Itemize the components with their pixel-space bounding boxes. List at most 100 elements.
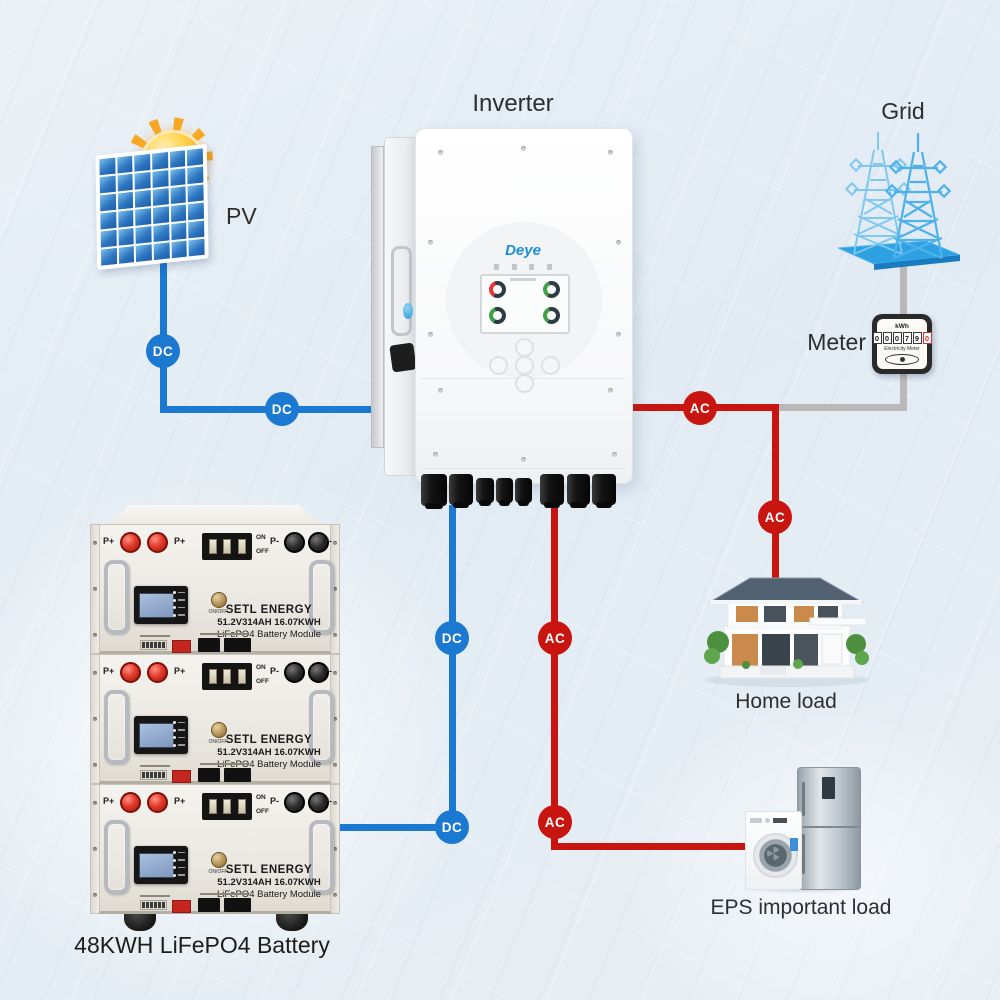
- battery-handle: [309, 560, 334, 634]
- battery-dc-wire-vertical: [449, 505, 456, 831]
- comm-connector: [172, 770, 191, 783]
- comm-port: [224, 898, 251, 912]
- inverter-status-icons: [494, 264, 552, 270]
- positive-terminal: [147, 532, 168, 553]
- breaker-on-label: ON: [256, 664, 266, 671]
- comm-port: [224, 768, 251, 782]
- battery-flange: [330, 654, 340, 784]
- breaker-off-label: OFF: [256, 678, 269, 685]
- inverter-label: Inverter: [472, 90, 554, 117]
- dip-switches: [140, 770, 167, 780]
- inverter-gauge: [543, 281, 560, 298]
- battery-power-button: [211, 852, 227, 868]
- battery-top-face: [109, 505, 324, 524]
- washing-machine-icon: [745, 811, 802, 890]
- grid-label: Grid: [881, 98, 925, 124]
- battery-caster-wheel: [276, 904, 308, 931]
- inverter-seam: [421, 468, 625, 469]
- p-plus-label: P+: [103, 536, 115, 546]
- battery-spec: 51.2V314AH 16.07KWH: [217, 747, 321, 759]
- grid-wire-horizontal: [775, 404, 907, 411]
- comm-port: [198, 638, 220, 652]
- negative-terminal: [284, 662, 305, 683]
- battery-lcd-display: [134, 716, 188, 754]
- battery-face: [99, 524, 331, 654]
- battery-type: LiFePO4 Battery Module: [216, 629, 322, 641]
- eps-ac-wire-horizontal: [551, 843, 751, 850]
- house-icon: [704, 577, 869, 687]
- ac-badge: AC: [758, 500, 792, 534]
- battery-handle: [309, 690, 334, 764]
- battery-brand: SETL ENERGY: [225, 864, 313, 876]
- battery-face: [99, 784, 331, 914]
- breaker-on-label: ON: [256, 534, 266, 541]
- breaker-off-label: OFF: [256, 548, 269, 555]
- battery-power-button: [211, 722, 227, 738]
- battery-spec: 51.2V314AH 16.07KWH: [217, 617, 321, 629]
- pv-label: PV: [226, 203, 257, 229]
- battery-text-block: SETL ENERGY 51.2V314AH 16.07KWH LiFePO4 …: [208, 733, 330, 771]
- grid-tower-icon: [837, 132, 961, 270]
- eps-ac-wire-vertical: [551, 505, 558, 850]
- home-ac-wire-vertical: [772, 404, 779, 581]
- dc-badge: DC: [265, 392, 299, 426]
- inverter-touch-button: [541, 356, 560, 375]
- breaker-switch: [202, 663, 252, 690]
- battery-flange: [90, 654, 100, 784]
- battery-module-2: P+ P+ ON OFF P- P- ON/OFF SETL ENERGY 51…: [90, 654, 340, 784]
- cable-gland: [449, 474, 473, 508]
- inverter-handle: [391, 246, 412, 336]
- cable-gland: [540, 474, 564, 508]
- inverter-side-connector: [389, 342, 417, 373]
- inverter-brand-logo: Deye: [505, 242, 541, 259]
- battery-spec: 51.2V314AH 16.07KWH: [217, 877, 321, 889]
- negative-terminal: [308, 532, 329, 553]
- refrigerator-icon: [797, 767, 861, 890]
- breaker-on-label: ON: [256, 794, 266, 801]
- battery-handle: [104, 690, 129, 764]
- inverter-touch-button: [489, 356, 508, 375]
- battery-module-1: P+ P+ ON OFF P- P- ON/OFF SETL ENERGY 51…: [90, 524, 340, 654]
- comm-port: [198, 768, 220, 782]
- meter-type-label: Electricity Meter: [884, 346, 920, 352]
- p-plus-label: P+: [174, 796, 186, 806]
- home-load-label: Home load: [735, 690, 837, 713]
- comm-connector: [172, 900, 191, 913]
- p-minus-label: P-: [323, 796, 332, 806]
- positive-terminal: [120, 792, 141, 813]
- negative-terminal: [308, 792, 329, 813]
- meter-unit: kWh: [895, 323, 909, 330]
- breaker-switch: [202, 533, 252, 560]
- battery-power-button: [211, 592, 227, 608]
- battery-type: LiFePO4 Battery Module: [216, 759, 322, 771]
- battery-flange: [330, 524, 340, 654]
- battery-power-label: ON/OFF: [208, 739, 228, 745]
- p-minus-label: P-: [270, 796, 279, 806]
- electricity-meter-icon: kWh 0 0 0 7 9 0 Electricity Meter: [872, 314, 932, 374]
- p-plus-label: P+: [103, 796, 115, 806]
- cable-gland: [592, 474, 616, 508]
- p-minus-label: P-: [270, 666, 279, 676]
- background-glow: [0, 460, 480, 1000]
- positive-terminal: [120, 532, 141, 553]
- battery-brand: SETL ENERGY: [225, 734, 313, 746]
- dip-switches: [140, 640, 167, 650]
- battery-flange: [330, 784, 340, 914]
- battery-lcd-display: [134, 846, 188, 884]
- battery-text-block: SETL ENERGY 51.2V314AH 16.07KWH LiFePO4 …: [208, 863, 330, 901]
- battery-status-leds: [173, 721, 185, 747]
- inverter-gauge: [489, 281, 506, 298]
- battery-handle: [104, 820, 129, 894]
- positive-terminal: [120, 662, 141, 683]
- battery-status-leds: [173, 591, 185, 617]
- cable-gland: [496, 478, 513, 506]
- cable-gland: [567, 474, 590, 508]
- comm-port: [224, 638, 251, 652]
- cable-gland: [476, 478, 494, 506]
- ac-badge: AC: [683, 391, 717, 425]
- solar-panel-icon: [95, 143, 209, 271]
- meter-label: Meter: [807, 329, 866, 355]
- breaker-off-label: OFF: [256, 808, 269, 815]
- inverter-side-panel: [384, 137, 419, 476]
